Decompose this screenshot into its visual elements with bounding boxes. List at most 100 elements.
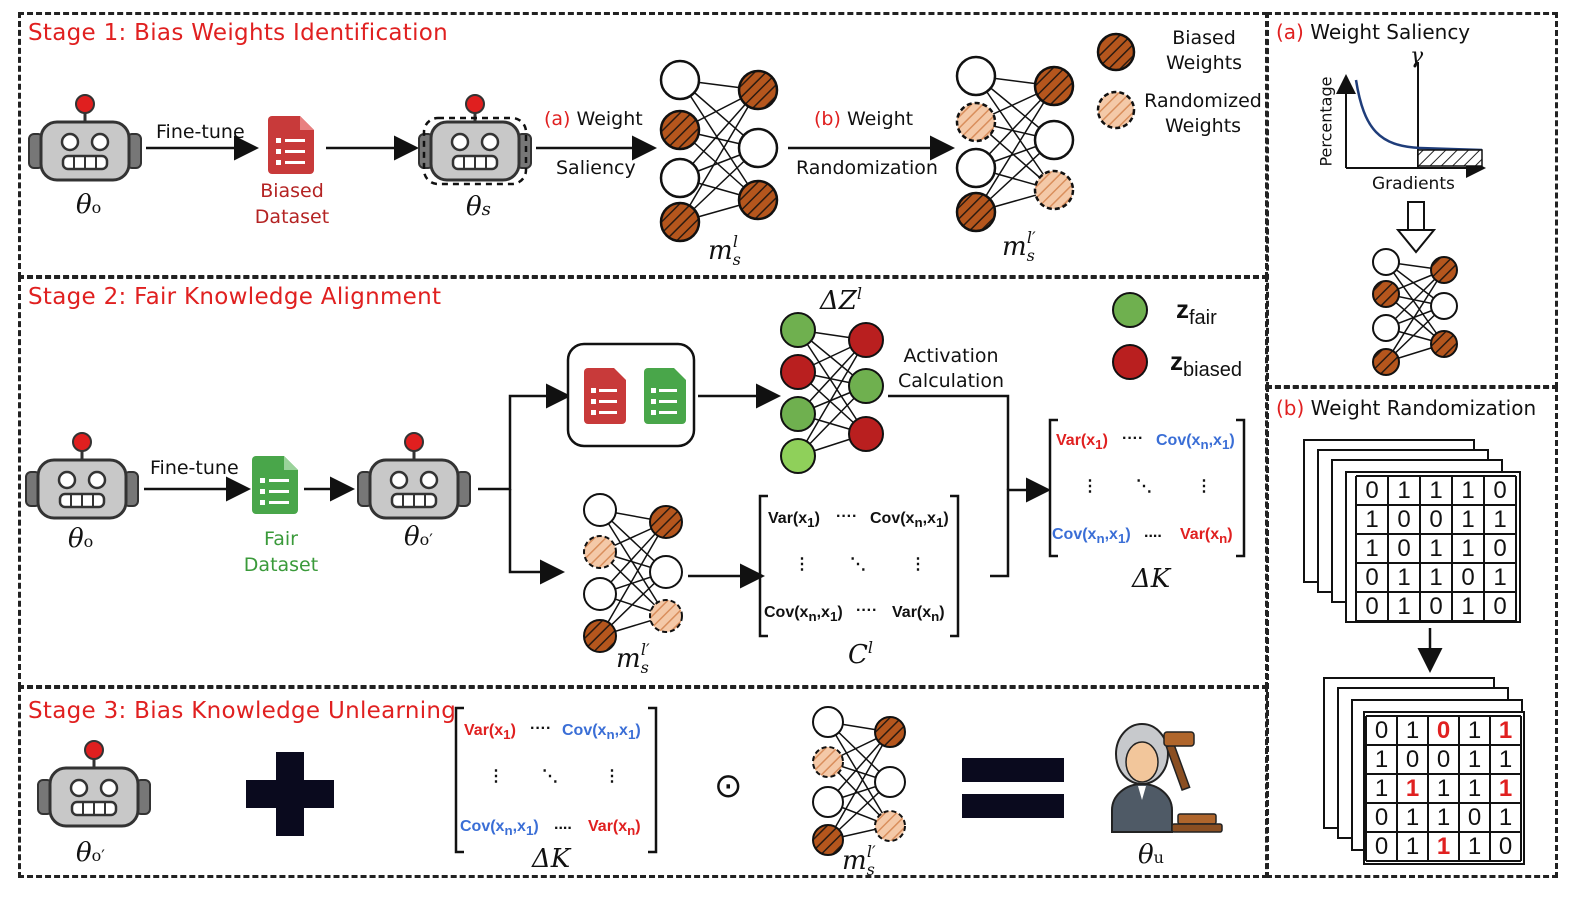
dk2-cov: Cov(xn,x1) [1156, 432, 1235, 453]
z-fair-sub: fair [1189, 307, 1217, 330]
biased-dataset-label-line1: Biased [260, 180, 324, 202]
grid-top-cell: 1 [1429, 564, 1443, 591]
stage3-msl-prime-label: msl′ [842, 842, 876, 879]
odot-symbol: ⊙ [714, 766, 743, 806]
fair-dataset-label-line2: Dataset [243, 554, 319, 576]
theta-o-label: θo [76, 190, 102, 220]
dk3-covn1: Cov(xn,x1) [460, 818, 539, 839]
grid-top-cell: 1 [1365, 535, 1379, 562]
grid-top-cell: 0 [1365, 593, 1379, 620]
z-biased-z: z [1170, 346, 1183, 376]
saliency-plot [1336, 62, 1486, 178]
grid-bottom-cell: 0 [1467, 804, 1482, 831]
side-a-title: (a) Weight Saliency [1276, 20, 1470, 44]
grid-top-cell: 1 [1365, 506, 1379, 533]
plus-icon [246, 752, 334, 836]
random-prefix: (b) [814, 108, 841, 130]
grid-bottom-cell: 0 [1374, 717, 1389, 744]
robot-theta-o-icon [27, 93, 143, 182]
grid-top-cell: 1 [1461, 506, 1475, 533]
grid-top-cell: 1 [1461, 593, 1475, 620]
cl-varn: Var(xn) [892, 604, 945, 625]
stage2-msl-prime-label: msl′ [616, 640, 650, 677]
grid-top-cell: 1 [1429, 477, 1443, 504]
randomization-top-label: (b) Weight [814, 108, 913, 130]
gamma-label: γ [1410, 44, 1424, 69]
grid-bottom-cell: 1 [1467, 833, 1482, 860]
stage2-finetune-label: Fine-tune [150, 457, 239, 479]
grid-bottom-cell: 1 [1436, 804, 1451, 831]
cl-vdots-left: ⋮ [794, 556, 810, 573]
stage1-title: Stage 1: Bias Weights Identification [28, 20, 449, 46]
grid-bottom-cell: 1 [1405, 833, 1420, 860]
saliency-ylabel: Percentage [1316, 76, 1336, 167]
activation-label: Activation Calculation [892, 344, 1010, 394]
side-b-prefix: (b) [1276, 396, 1305, 420]
grid-top-cell: 0 [1397, 506, 1411, 533]
grid-bottom-cell: 0 [1498, 833, 1513, 860]
dk3-vdots-right: ⋮ [604, 768, 620, 785]
dk3-ddots: ⋱ [542, 768, 558, 785]
dk2-dots-bottom: .... [1144, 524, 1162, 541]
stage2-title: Stage 2: Fair Knowledge Alignment [28, 284, 442, 310]
saliency-top-label: (a) Weight [544, 108, 643, 130]
side-a-title-text: Weight Saliency [1310, 20, 1471, 44]
grid-top-cell: 0 [1493, 477, 1507, 504]
dk3-vdots-left: ⋮ [488, 768, 504, 785]
stage3-network-msl-prime [812, 706, 906, 856]
grid-bottom-cell: 1 [1405, 775, 1420, 802]
msl-prime-label: msl′ [1002, 228, 1036, 265]
dk3-cov: Cov(xn,x1) [562, 722, 641, 743]
grid-bottom-cell: 1 [1436, 775, 1451, 802]
saliency-bottom-label: Saliency [556, 157, 636, 179]
grid-top-cell: 0 [1493, 593, 1507, 620]
cl-dots-top: ···· [836, 508, 858, 525]
dk2-vdots-right: ⋮ [1196, 478, 1212, 495]
grid-bottom-cell: 1 [1467, 746, 1482, 773]
robot-stage3-theta-o-prime-icon [36, 739, 152, 828]
legend-biased-line1: Biased [1172, 27, 1236, 49]
side-network [1372, 248, 1458, 376]
side-b-title-text: Weight Randomization [1310, 396, 1537, 420]
z-biased-sub: biased [1183, 359, 1242, 382]
biased-doc-small-icon [584, 368, 626, 424]
cl-var1: Var(x1) [768, 510, 820, 531]
biased-dataset-icon [268, 116, 314, 174]
grid-top-cell: 1 [1429, 535, 1443, 562]
dk2-dots-top: ···· [1122, 430, 1144, 447]
cl-covn1: Cov(xn,x1) [764, 604, 843, 625]
network-msl [659, 59, 779, 243]
grid-top-cell: 1 [1397, 564, 1411, 591]
msl-label: msl [708, 232, 741, 269]
robot-theta-o-prime-icon [356, 431, 472, 520]
grid-bottom-cell: 1 [1405, 804, 1420, 831]
legend-z-biased-icon [1112, 344, 1148, 380]
dk2-ddots: ⋱ [1136, 478, 1152, 495]
equals-bottom-bar [962, 794, 1064, 818]
grid-bottom-cell: 1 [1436, 833, 1451, 860]
grid-bottom-cell: 0 [1405, 746, 1420, 773]
grid-top-cell: 1 [1461, 477, 1475, 504]
saliency-top-text: Weight [576, 108, 643, 130]
randomization-bottom-label: Randomization [796, 157, 938, 179]
grid-bottom-cell: 0 [1374, 804, 1389, 831]
legend-randomized-line2: Weights [1164, 115, 1242, 137]
stage2-delta-k-label: ΔK [1132, 564, 1171, 594]
judge-icon [1111, 723, 1223, 833]
side-b-title: (b) Weight Randomization [1276, 396, 1536, 420]
legend-biased-weight-icon [1096, 32, 1136, 72]
cl-vdots-right: ⋮ [910, 556, 926, 573]
fair-dataset-icon [252, 456, 298, 514]
saliency-xlabel: Gradients [1372, 174, 1455, 194]
stage3-theta-o-prime-label: θo′ [76, 838, 105, 868]
activation-network [780, 312, 884, 474]
stage2-theta-o-label: θo [68, 524, 94, 554]
legend-randomized-label: Randomized Weights [1144, 89, 1262, 139]
grid-top-cell: 0 [1365, 477, 1379, 504]
grid-bottom-cell: 0 [1436, 746, 1451, 773]
grid-bottom-cell: 1 [1498, 717, 1513, 744]
side-a-prefix: (a) [1276, 20, 1304, 44]
grid-bottom-cell: 1 [1498, 775, 1513, 802]
grid-bottom-cell: 1 [1498, 746, 1513, 773]
theta-s-label: θs [466, 192, 491, 222]
